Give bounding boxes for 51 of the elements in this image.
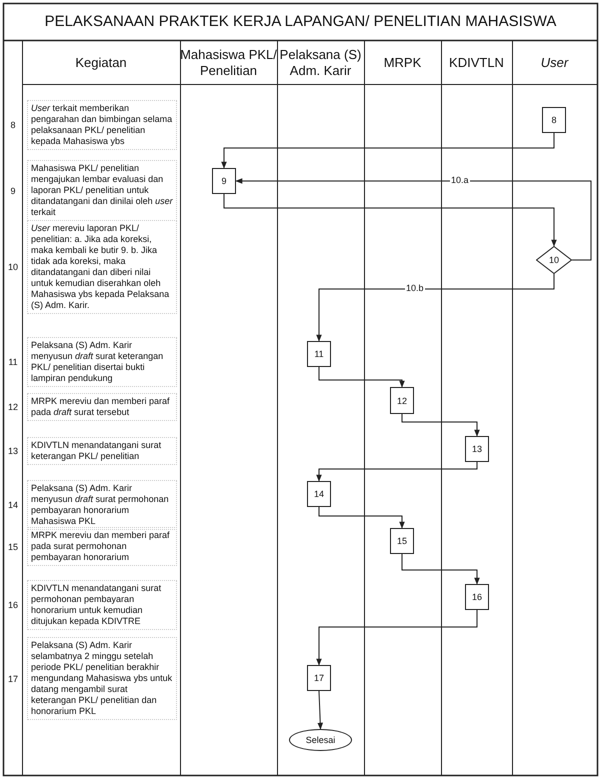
step-number: 14	[6, 500, 19, 510]
column-header: User	[540, 54, 570, 72]
process-box: 11	[307, 341, 331, 367]
column-header: Pelaksana (S) Adm. Karir	[278, 46, 362, 80]
step-number: 11	[7, 357, 19, 367]
arrow	[316, 462, 478, 482]
step-description: Pelaksana (S) Adm. Karir selambatnya 2 minggu setelah periode PKL/ penelitian berakhir mengundang Mahasiswa ybs untuk datang mengambil surat keterangan PKL/ penelitian dan honorarium PKL	[27, 637, 177, 720]
decision-diamond: 10	[536, 246, 572, 274]
arrow	[318, 506, 405, 529]
terminal-oval: Selesai	[289, 729, 352, 751]
step-description: MRPK mereviu dan memberi paraf pada draft surat tersebut	[27, 393, 177, 421]
step-description: KDIVTLN menandatangani surat permohonan pembayaran honorarium untuk kemudian ditujukan kepada KDIVTRE	[27, 580, 177, 630]
process-box: 16	[465, 584, 489, 610]
arrow	[402, 554, 480, 585]
arrow	[221, 132, 554, 169]
arrow	[224, 194, 557, 247]
step-number: 10	[6, 262, 19, 272]
step-number: 16	[6, 600, 19, 610]
process-box: 15	[390, 528, 414, 554]
process-box: 13	[465, 436, 489, 462]
arrow	[318, 366, 405, 388]
diagram-title: PELAKSANAAN PRAKTEK KERJA LAPANGAN/ PENELITIAN MAHASISWA	[44, 12, 558, 32]
arrow	[316, 610, 478, 666]
step-number: 13	[6, 446, 19, 456]
step-description: User terkait memberikan pengarahan dan bimbingan selama pelaksanaan PKL/ penelitian kepada Mahasiswa ybs	[27, 100, 177, 150]
step-description: Pelaksana (S) Adm. Karir menyusun draft surat permohonan pembayaran honorarium Mahasiswa PKL	[27, 480, 177, 530]
step-number: 17	[6, 674, 19, 684]
step-number: 8	[9, 120, 16, 130]
process-box: 14	[307, 481, 331, 507]
process-box: 9	[212, 168, 236, 194]
arrow	[235, 178, 592, 260]
edge-label: 10.b	[405, 283, 425, 293]
arrow	[316, 274, 554, 342]
arrow	[317, 690, 324, 730]
arrow	[402, 414, 480, 437]
step-number: 12	[6, 402, 19, 412]
step-description: User mereviu laporan PKL/ penelitian: a. Jika ada koreksi, maka kembali ke butir 9. b. Jika tidak ada koreksi, maka ditandatangani dan diberi nilai untuk kemudian diserahkan oleh Mahasiswa ybs kepada Pelaksana (S) Adm. Karir.	[27, 220, 177, 314]
column-header: KDIVTLN	[448, 54, 505, 72]
step-number: 15	[6, 542, 19, 552]
process-box: 17	[307, 665, 331, 691]
process-box: 12	[390, 387, 414, 414]
step-description: Mahasiswa PKL/ penelitian mengajukan lembar evaluasi dan laporan PKL/ penelitian untuk ditandatangani dan dinilai oleh user terkait	[27, 160, 177, 221]
edge-label: 10.a	[450, 175, 470, 185]
step-description: MRPK mereviu dan memberi paraf pada surat permohonan pembayaran honorarium	[27, 527, 177, 566]
column-header: MRPK	[382, 54, 422, 72]
step-number: 9	[9, 186, 16, 196]
step-description: Pelaksana (S) Adm. Karir menyusun draft surat keterangan PKL/ penelitian disertai bukti lampiran pendukung	[27, 337, 177, 387]
step-description: KDIVTLN menandatangani surat keterangan PKL/ penelitian	[27, 437, 177, 465]
process-box: 8	[542, 107, 566, 133]
column-header: Mahasiswa PKL/ Penelitian	[180, 46, 277, 80]
column-header: Kegiatan	[74, 54, 128, 72]
